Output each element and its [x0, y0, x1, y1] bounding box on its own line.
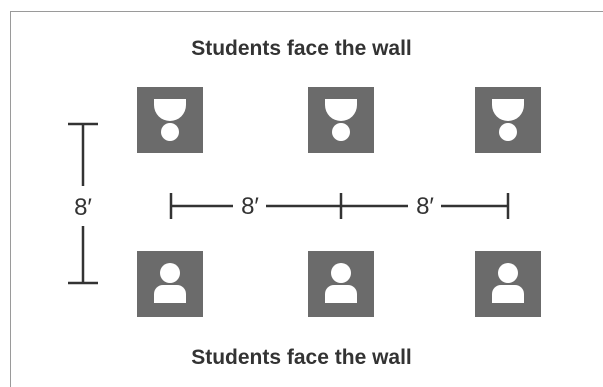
- horizontal-dimension-label-left: 8′: [241, 193, 259, 220]
- diagram-frame: [10, 11, 603, 387]
- vertical-dimension-label: 8′: [74, 194, 92, 221]
- vertical-dimension: [68, 122, 98, 285]
- caption-bottom: Students face the wall: [191, 346, 412, 369]
- desk-top-left: [137, 87, 203, 153]
- desk-bottom-center: [308, 251, 374, 317]
- student-front-icon: [325, 263, 357, 303]
- caption-top: Students face the wall: [191, 37, 412, 60]
- desk-top-right: [475, 87, 541, 153]
- desk-top-center: [308, 87, 374, 153]
- desk-bottom-right: [475, 251, 541, 317]
- horizontal-dimension: [169, 193, 510, 219]
- student-back-icon: [325, 99, 357, 141]
- student-front-icon: [492, 263, 524, 303]
- student-front-icon: [154, 263, 186, 303]
- student-back-icon: [154, 99, 186, 141]
- horizontal-dimension-label-right: 8′: [416, 193, 434, 220]
- desk-bottom-left: [137, 251, 203, 317]
- student-back-icon: [492, 99, 524, 141]
